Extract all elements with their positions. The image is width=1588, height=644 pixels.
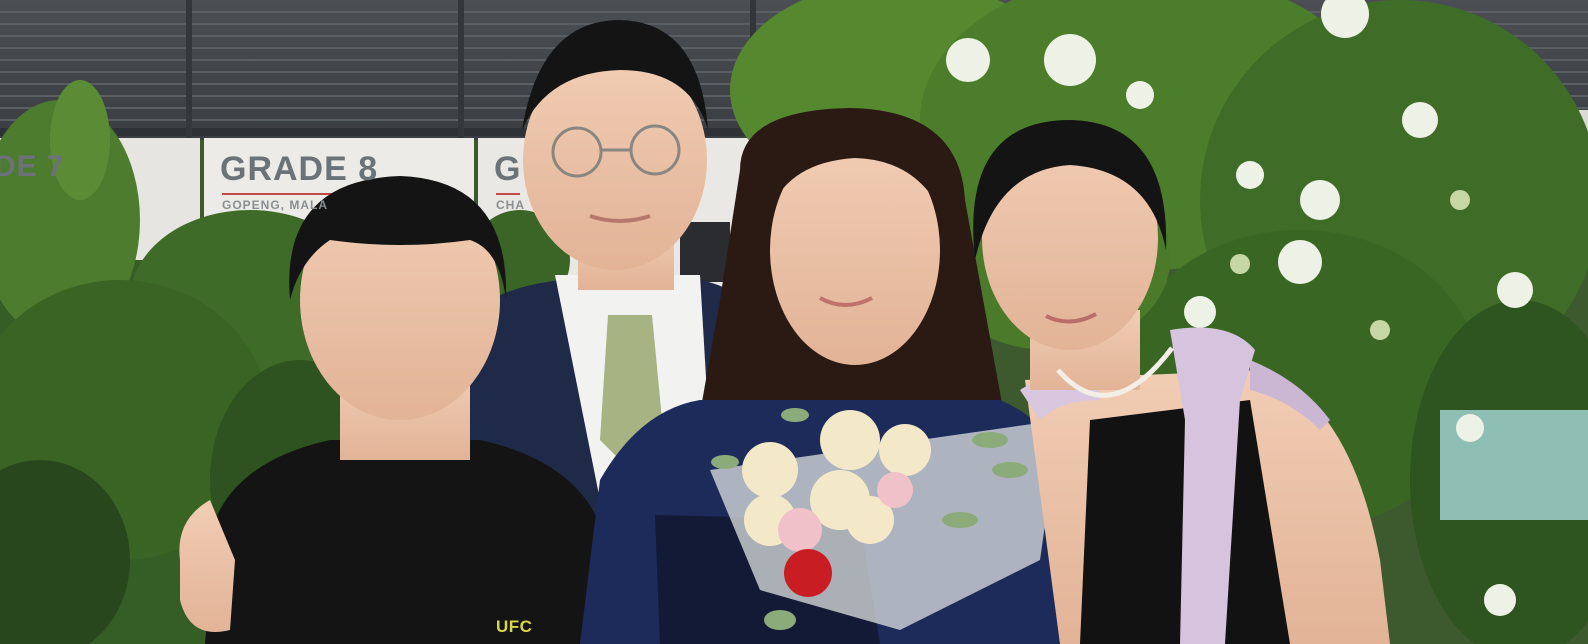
sign-main-subtext: GOPENG, MALA [222, 198, 329, 212]
boy-figure [179, 176, 600, 644]
shirt-logo: UFC [496, 617, 533, 636]
mother-figure [973, 120, 1390, 644]
sign-right-text: G [494, 150, 522, 188]
sign-right-subtext: CHA [496, 198, 525, 212]
sign-main-text: GRADE 8 [220, 150, 379, 188]
flower-bouquet [710, 408, 1060, 630]
sign-left-text: DE 7 [0, 150, 65, 183]
